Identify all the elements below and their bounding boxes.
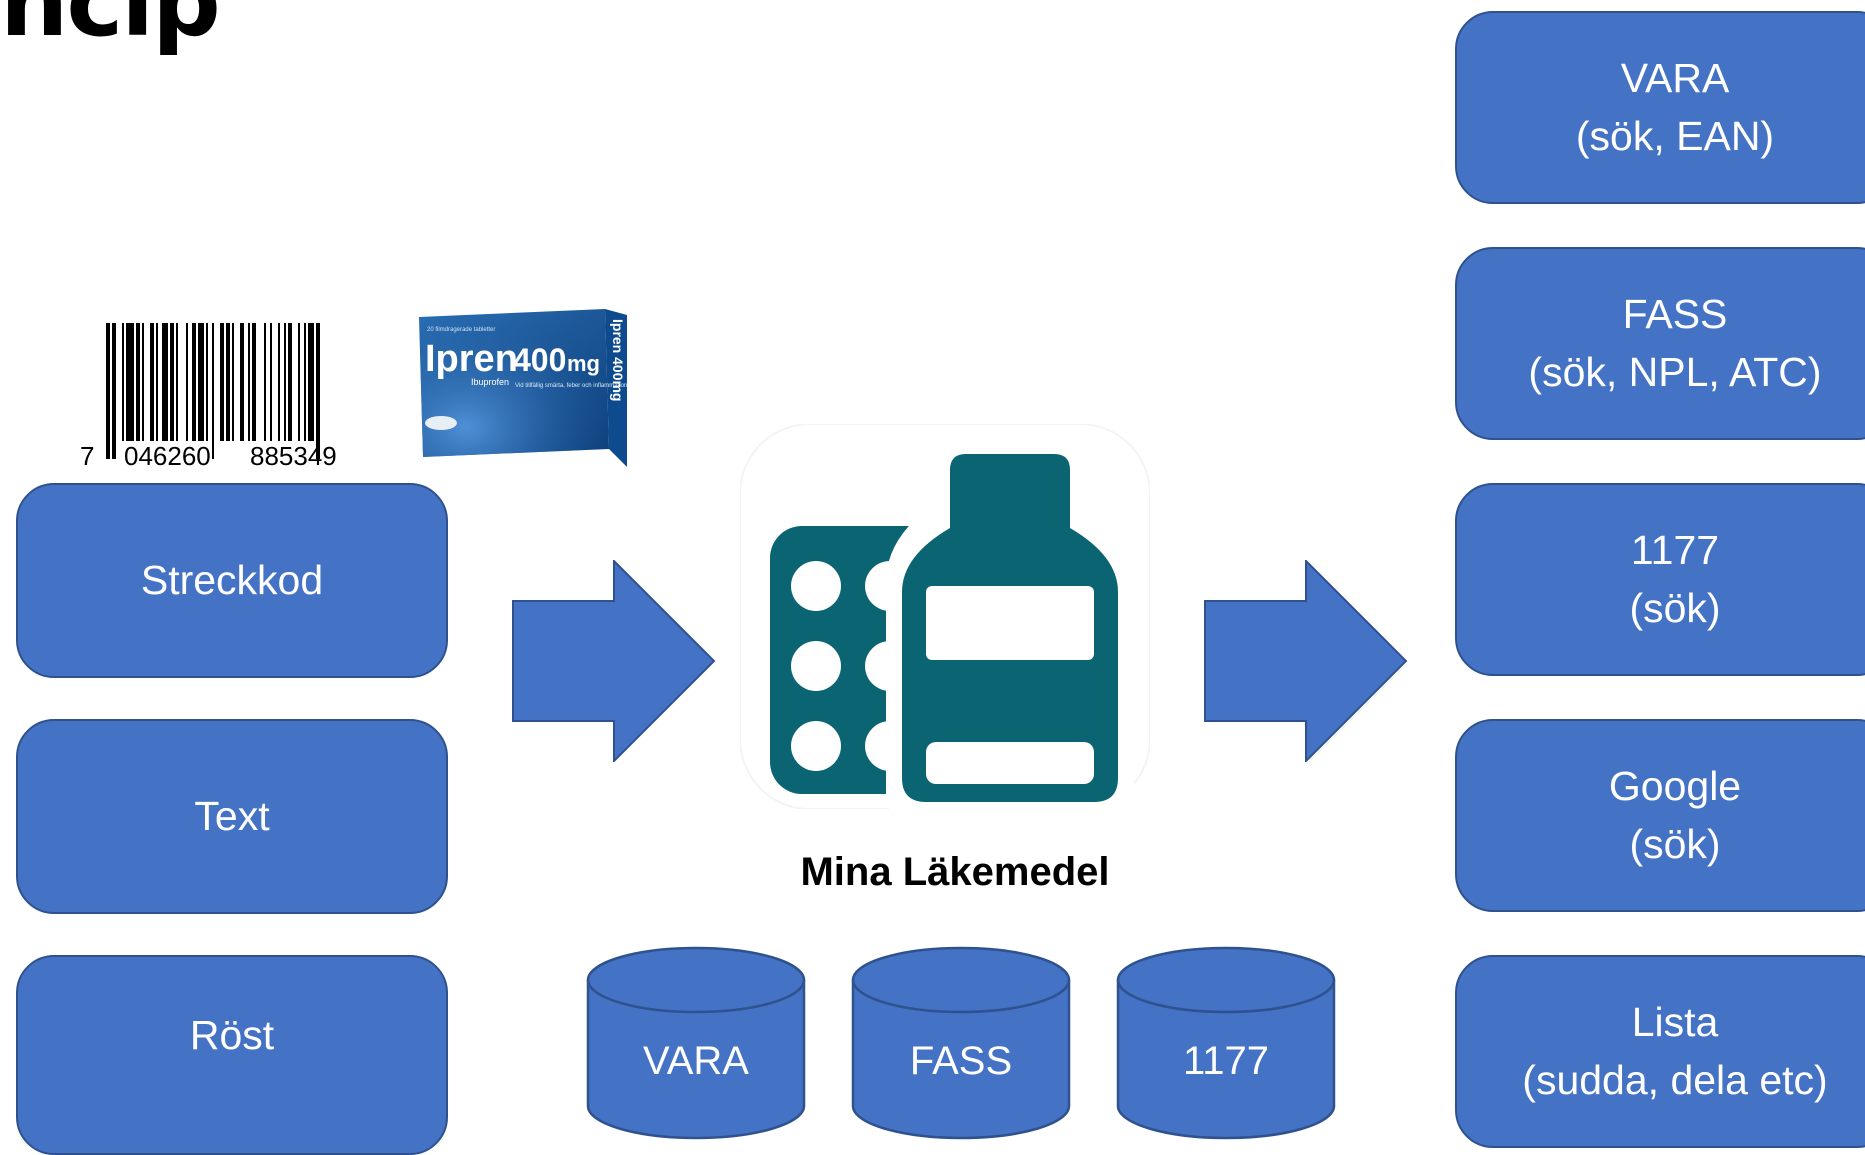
barcode-bar: [136, 323, 140, 441]
barcode-bar: [248, 323, 250, 441]
barcode-bar: [186, 323, 188, 441]
pills-bottle-icon: [740, 424, 1150, 809]
barcode-bar: [176, 323, 178, 441]
output-box-subtitle: (sök, NPL, ATC): [1528, 348, 1822, 395]
barcode-bar: [308, 323, 314, 441]
barcode-digits-left: 046260: [124, 441, 211, 468]
barcode-bar: [170, 323, 174, 441]
barcode-bar: [212, 323, 214, 459]
barcode-bar: [142, 323, 144, 441]
package-claim: Vid tillfällig smärta, feber och inflamm…: [515, 383, 629, 389]
output-box-subtitle: (sök): [1629, 584, 1721, 631]
output-box-google[interactable]: Google (sök): [1455, 719, 1865, 912]
barcode-bar: [288, 323, 292, 441]
input-box-streckkod[interactable]: Streckkod: [16, 483, 448, 678]
barcode-bar: [304, 323, 306, 441]
barcode-bar: [198, 323, 204, 441]
package-brand: Ipren: [425, 338, 518, 380]
output-box-1177[interactable]: 1177 (sök): [1455, 483, 1865, 676]
barcode-bar: [206, 323, 208, 441]
barcode-bar: [162, 323, 168, 441]
barcode-digits-right: 885349: [250, 441, 337, 468]
barcode-bar: [126, 323, 134, 441]
output-box-subtitle: (sök, EAN): [1575, 112, 1775, 159]
barcode-bar: [270, 323, 272, 441]
barcode-image: 7 046260 885349: [80, 323, 337, 468]
package-side-text: Ipren 400mg: [610, 319, 626, 401]
database-cylinder-vara: VARA: [586, 946, 806, 1140]
output-box-vara[interactable]: VARA (sök, EAN): [1455, 11, 1865, 204]
barcode-bar: [278, 323, 280, 441]
output-box-fass[interactable]: FASS (sök, NPL, ATC): [1455, 247, 1865, 440]
barcode-bar: [226, 323, 230, 441]
barcode-bar: [122, 323, 124, 441]
barcode-bar: [192, 323, 196, 441]
output-box-title: VARA: [1620, 55, 1730, 102]
barcode-digit-lead: 7: [80, 441, 94, 468]
barcode-bar: [232, 323, 234, 441]
package-unit: mg: [567, 351, 600, 376]
barcode-bar: [106, 323, 110, 459]
output-box-title: 1177: [1630, 527, 1720, 574]
database-cylinder-1177: 1177: [1116, 946, 1336, 1140]
barcode-bar: [264, 323, 266, 441]
database-label: 1177: [1183, 1039, 1269, 1083]
barcode-bar: [298, 323, 300, 441]
database-label: FASS: [910, 1039, 1012, 1083]
package-strength: 400: [513, 342, 566, 378]
barcode-bar: [284, 323, 286, 441]
barcode-bar: [252, 323, 256, 441]
page-title: ncip: [0, 0, 221, 58]
output-box-subtitle: (sudda, dela etc): [1522, 1056, 1828, 1103]
app-name-label: Mina Läkemedel: [800, 850, 1110, 894]
database-cylinder-fass: FASS: [851, 946, 1071, 1140]
input-box-label: Streckkod: [140, 556, 324, 603]
arrow-right-icon: [1204, 560, 1408, 762]
arrow-right-icon: [512, 560, 716, 762]
barcode-bar: [220, 323, 224, 441]
output-box-subtitle: (sök): [1629, 820, 1721, 867]
barcode-bar: [316, 323, 320, 459]
barcode-bar: [150, 323, 154, 441]
input-box-rost[interactable]: Röst: [16, 955, 448, 1155]
package-substance: Ibuprofen: [471, 377, 509, 387]
package-count-text: 20 filmdragerade tabletter: [427, 327, 495, 333]
input-box-label: Text: [194, 792, 270, 839]
barcode-bar: [112, 323, 116, 459]
database-label: VARA: [643, 1039, 749, 1083]
input-box-text[interactable]: Text: [16, 719, 448, 914]
medicine-package-image: 20 filmdragerade tabletter Ipren 400 mg …: [419, 309, 629, 467]
output-box-title: Google: [1608, 763, 1742, 810]
input-box-label: Röst: [189, 1012, 275, 1059]
output-box-title: Lista: [1631, 999, 1719, 1046]
output-box-lista[interactable]: Lista (sudda, dela etc): [1455, 955, 1865, 1148]
barcode-bar: [240, 323, 244, 441]
barcode-bar: [156, 323, 158, 441]
output-box-title: FASS: [1622, 291, 1728, 338]
